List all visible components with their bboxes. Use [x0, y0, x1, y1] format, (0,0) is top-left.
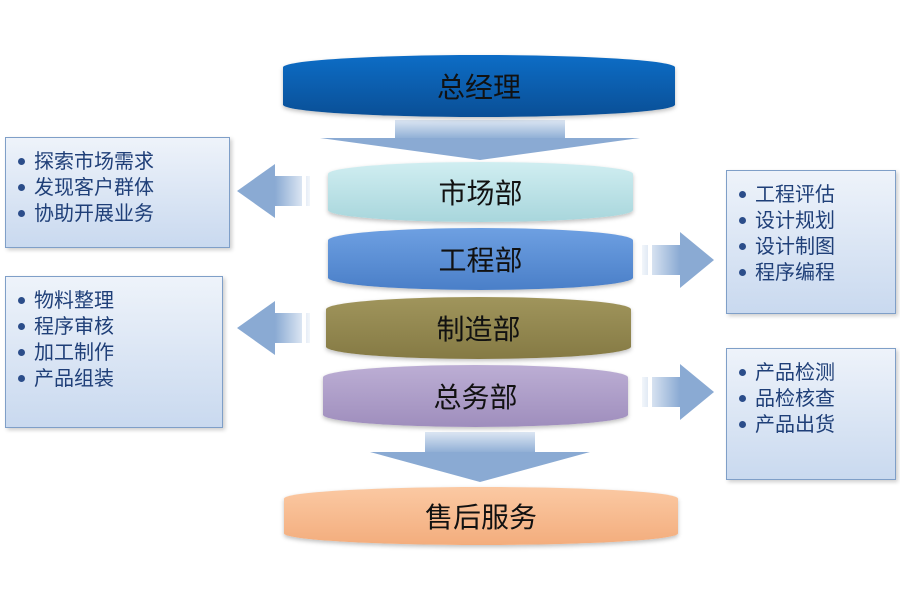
bullet-icon [739, 268, 746, 276]
bullet-icon [739, 190, 746, 198]
right-arrow-engineering [642, 232, 714, 288]
bullet-icon [739, 368, 746, 376]
layer-general-affairs: 总务部 [323, 365, 628, 427]
layer-general-affairs-label: 总务部 [433, 381, 518, 414]
bullet-icon [18, 348, 25, 356]
manufacturing-tasks-box: 物料整理 程序审核 加工制作 产品组装 [5, 276, 223, 428]
layer-manufacturing-label: 制造部 [436, 313, 521, 346]
list-item: 协助开展业务 [18, 200, 229, 226]
list-item: 产品检测 [739, 359, 895, 385]
layer-general-manager: 总经理 [283, 55, 675, 117]
layer-engineering: 工程部 [328, 228, 633, 290]
bullet-icon [18, 157, 25, 165]
left-arrow-manufacturing [237, 301, 310, 355]
marketing-tasks-box: 探索市场需求 发现客户群体 协助开展业务 [5, 137, 230, 248]
layer-marketing: 市场部 [328, 162, 633, 222]
engineering-tasks-box: 工程评估 设计规划 设计制图 程序编程 [726, 170, 896, 314]
layer-engineering-label: 工程部 [438, 244, 523, 277]
bullet-icon [18, 374, 25, 382]
list-item: 品检核查 [739, 385, 895, 411]
down-arrow-bottom [370, 432, 590, 482]
list-item: 产品出货 [739, 411, 895, 437]
bullet-icon [739, 420, 746, 428]
left-arrow-marketing [237, 164, 310, 218]
down-arrow-top [320, 120, 640, 160]
bullet-icon [739, 216, 746, 224]
bullet-icon [739, 394, 746, 402]
list-item: 物料整理 [18, 287, 222, 313]
bullet-icon [739, 242, 746, 250]
layer-after-sales: 售后服务 [284, 487, 678, 545]
list-item: 工程评估 [739, 181, 895, 207]
list-item: 发现客户群体 [18, 174, 229, 200]
layer-marketing-label: 市场部 [438, 177, 523, 210]
list-item: 产品组装 [18, 365, 222, 391]
list-item: 加工制作 [18, 339, 222, 365]
layer-manufacturing: 制造部 [326, 297, 631, 359]
affairs-tasks-box: 产品检测 品检核查 产品出货 [726, 348, 896, 480]
layer-general-manager-label: 总经理 [436, 71, 521, 104]
list-item: 程序编程 [739, 259, 895, 285]
list-item: 探索市场需求 [18, 148, 229, 174]
list-item: 设计制图 [739, 233, 895, 259]
right-arrow-affairs [642, 364, 714, 420]
bullet-icon [18, 209, 25, 217]
list-item: 程序审核 [18, 313, 222, 339]
bullet-icon [18, 296, 25, 304]
bullet-icon [18, 322, 25, 330]
list-item: 设计规划 [739, 207, 895, 233]
bullet-icon [18, 183, 25, 191]
layer-after-sales-label: 售后服务 [424, 501, 537, 534]
